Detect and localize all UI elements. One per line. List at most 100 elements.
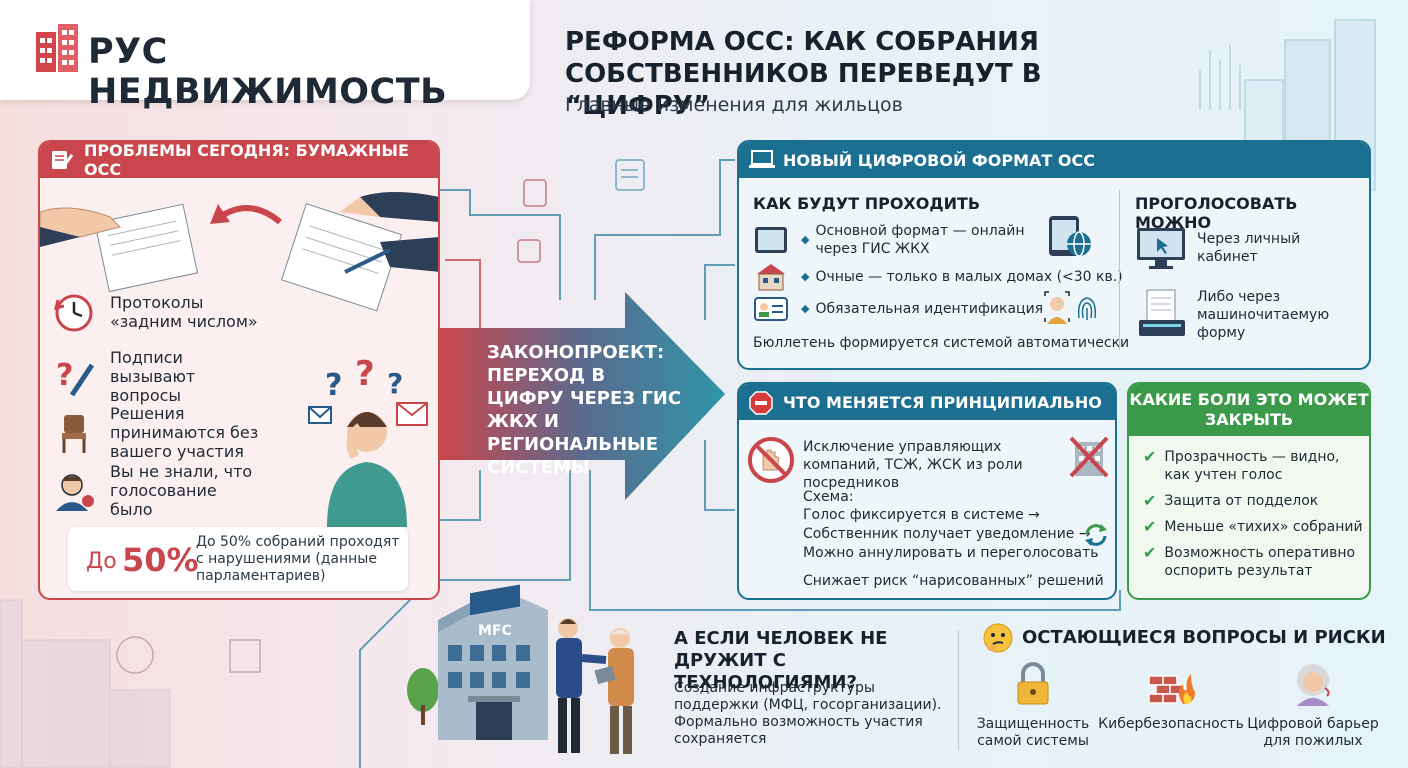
diamond-bullet-icon: ◆: [801, 270, 810, 283]
problems-panel: ПРОБЛЕМЫ СЕГОДНЯ: БУМАЖНЫЕ ОСС Протокол: [38, 140, 440, 600]
how-title: КАК БУДУТ ПРОХОДИТЬ: [753, 194, 981, 213]
exclusion-text: Исключение управляющих компаний, ТСЖ, ЖС…: [803, 439, 1023, 491]
confused-man-illustration: ? ? ?: [308, 357, 428, 527]
tech-text: Создание инфраструктуры поддержки (МФЦ, …: [674, 680, 942, 747]
checkmark-icon: ✔: [1143, 447, 1157, 466]
pains-title: КАКИЕ БОЛИ ЭТО МОЖЕТ ЗАКРЫТЬ: [1129, 384, 1369, 436]
monitor-cursor-icon: [1137, 228, 1185, 269]
how-item: ◆ Основной формат — онлайн через ГИС ЖКХ: [753, 222, 1035, 258]
diamond-bullet-icon: ◆: [801, 302, 810, 315]
problem-text: Протоколы «задним числом»: [110, 293, 258, 331]
scheme-label: Схема:: [803, 489, 854, 505]
how-item: ◆ Обязательная идентификация: [753, 294, 1043, 324]
vote-item: Либо через машиночитаемую форму: [1197, 289, 1330, 341]
firewall-icon: [1148, 674, 1195, 704]
refresh-icon: [1085, 524, 1107, 546]
logo-card: РУС НЕДВИЖИМОСТЬ: [0, 0, 530, 112]
problem-item: Протоколы «задним числом»: [52, 290, 260, 334]
stop-sign-icon: [749, 391, 773, 415]
pain-item: ✔ Меньше «тихих» собраний: [1143, 518, 1363, 536]
document-pen-icon: [52, 151, 74, 169]
pain-text: Возможность оперативно оспорить результа…: [1164, 545, 1356, 579]
how-text: Обязательная идентификация: [815, 301, 1044, 317]
how-text: Основной формат — онлайн через ГИС ЖКХ: [815, 223, 1025, 257]
tablet-icon: [755, 227, 787, 253]
tech-title: А ЕСЛИ ЧЕЛОВЕК НЕ ДРУЖИТ С ТЕХНОЛОГИЯМИ?: [674, 628, 888, 693]
stat-box: До 50% До 50% собраний проходят с наруше…: [68, 527, 408, 591]
bill-text: ЗАКОНОПРОЕКТ: ПЕРЕХОД В ЦИФРУ ЧЕРЕЗ ГИС …: [487, 342, 682, 478]
problem-item: ? Подписи вызывают вопросы: [52, 348, 260, 405]
risk-label: Цифровой барьер для пожилых: [1247, 716, 1379, 749]
bill-arrow: [440, 292, 725, 502]
risk-item: Защищенность самой системы: [958, 662, 1108, 750]
pain-text: Меньше «тихих» собраний: [1164, 519, 1363, 535]
vote-title: ПРОГОЛОСОВАТЬ МОЖНО: [1135, 194, 1298, 232]
svg-text:?: ?: [387, 367, 403, 400]
diamond-bullet-icon: ◆: [801, 233, 810, 246]
risk-label: Защищенность самой системы: [976, 716, 1090, 749]
pain-text: Прозрачность — видно, как учтен голос: [1164, 449, 1340, 483]
page-title: РЕФОРМА ОСС: КАК СОБРАНИЯ СОБСТВЕННИКОВ …: [565, 27, 1042, 121]
digital-divider: [1119, 190, 1120, 350]
problems-title: ПРОБЛЕМЫ СЕГОДНЯ: БУМАЖНЫЕ ОСС: [84, 141, 409, 179]
stat-value: 50%: [122, 541, 199, 579]
thinking-emoji-icon: [983, 623, 1013, 653]
risk-note: Снижает риск “нарисованных” решений: [803, 573, 1104, 589]
chair-icon: [62, 414, 86, 453]
problem-item: Решения принимаются без вашего участия: [52, 404, 300, 461]
checkmark-icon: ✔: [1143, 491, 1157, 510]
risk-label: Кибербезопасность: [1098, 716, 1244, 732]
pains-panel: КАКИЕ БОЛИ ЭТО МОЖЕТ ЗАКРЫТЬ ✔ Прозрачно…: [1127, 382, 1371, 600]
problem-text: Подписи вызывают вопросы: [110, 348, 196, 405]
question-pen-icon: ?: [56, 358, 95, 396]
crossed-building-icon: [1069, 436, 1109, 478]
vote-item: Через личный кабинет: [1197, 231, 1301, 265]
auto-note: Бюллетень формируется системой автоматич…: [753, 335, 1130, 351]
how-item: ◆ Очные — только в малых домах (<30 кв.): [753, 262, 1123, 292]
house-icon: [757, 264, 785, 291]
changes-panel: ЧТО МЕНЯЕТСЯ ПРИНЦИПИАЛЬНО Исключение уп…: [737, 382, 1117, 600]
elderly-woman-icon: [1297, 664, 1330, 706]
bottom-divider: [958, 630, 959, 750]
paper-handover-illustration: [40, 192, 438, 312]
stat-text: До 50% собраний проходят с нарушениями (…: [196, 534, 400, 584]
scheme-step: Можно аннулировать и переголосовать: [803, 545, 1099, 561]
pain-item: ✔ Прозрачность — видно, как учтен голос: [1143, 448, 1363, 484]
person-icon: [56, 473, 94, 511]
building-logo-icon: [36, 24, 78, 72]
scheme-step: Голос фиксируется в системе →: [803, 507, 1040, 523]
risks-title: ОСТАЮЩИЕСЯ ВОПРОСЫ И РИСКИ: [1022, 627, 1386, 648]
changes-header: ЧТО МЕНЯЕТСЯ ПРИНЦИПИАЛЬНО: [739, 384, 1115, 420]
padlock-icon: [1017, 662, 1049, 705]
changes-title: ЧТО МЕНЯЕТСЯ ПРИНЦИПИАЛЬНО: [783, 392, 1102, 412]
page-subtitle: Главные изменения для жильцов: [565, 94, 903, 116]
digital-format-panel: НОВЫЙ ЦИФРОВОЙ ФОРМАТ ОСС КАК БУДУТ ПРОХ…: [737, 140, 1371, 370]
face-fingerprint-icon: [1044, 291, 1097, 324]
mfc-building-illustration: MFC: [407, 584, 634, 754]
laptop-icon: [749, 150, 775, 168]
problem-text: Решения принимаются без вашего участия: [110, 404, 259, 461]
svg-text:?: ?: [355, 357, 375, 394]
pain-text: Защита от подделок: [1164, 493, 1319, 509]
id-card-icon: [754, 297, 788, 321]
no-hand-icon: [748, 437, 794, 483]
svg-text:?: ?: [325, 368, 342, 403]
checkmark-icon: ✔: [1143, 517, 1157, 536]
tablet-globe-icon: [1049, 216, 1091, 257]
scanner-form-icon: [1139, 289, 1185, 336]
scheme-step: Собственник получает уведомление →: [803, 526, 1091, 542]
svg-text:?: ?: [56, 358, 73, 393]
pain-item: ✔ Возможность оперативно оспорить резуль…: [1143, 544, 1363, 580]
checkmark-icon: ✔: [1143, 543, 1157, 562]
problems-header: ПРОБЛЕМЫ СЕГОДНЯ: БУМАЖНЫЕ ОСС: [40, 141, 438, 179]
mfc-sign: MFC: [478, 623, 512, 639]
risk-item: Цифровой барьер для пожилых: [1238, 662, 1388, 750]
brand-name: РУС НЕДВИЖИМОСТЬ: [88, 32, 448, 112]
pain-item: ✔ Защита от подделок: [1143, 492, 1363, 510]
digital-header: НОВЫЙ ЦИФРОВОЙ ФОРМАТ ОСС: [739, 142, 1369, 178]
problem-item: Вы не знали, что голосование было: [52, 462, 260, 519]
problem-text: Вы не знали, что голосование было: [110, 462, 253, 519]
how-text: Очные — только в малых домах (<30 кв.): [815, 269, 1123, 285]
clock-icon: [53, 294, 93, 332]
stat-prefix: До: [86, 549, 117, 574]
